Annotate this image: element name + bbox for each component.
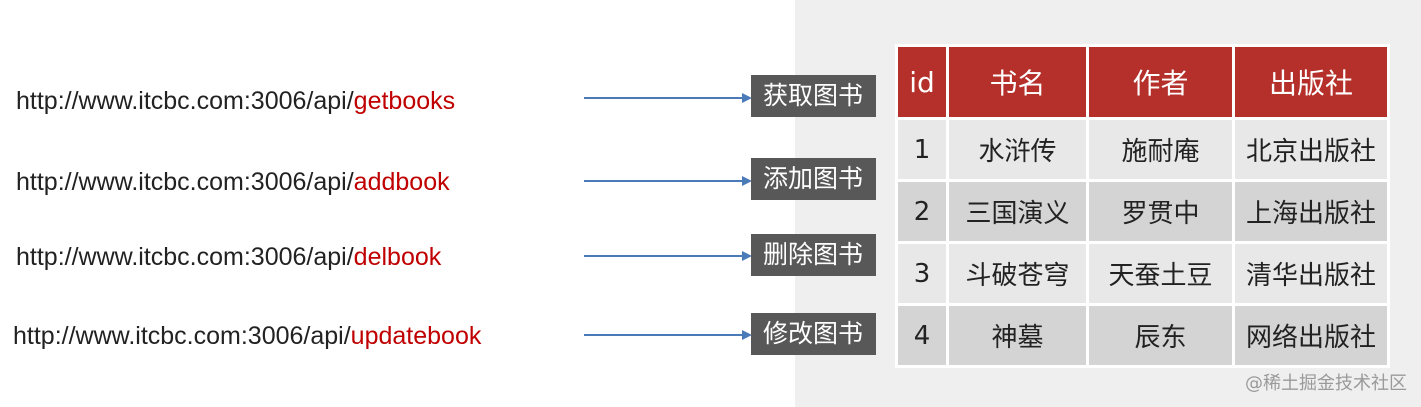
cell-publisher: 上海出版社 [1232, 179, 1390, 244]
cell-title: 神墓 [946, 303, 1089, 368]
cell-id: 2 [895, 179, 949, 244]
cell-id: 3 [895, 241, 949, 306]
tag-label: 添加图书 [763, 164, 864, 193]
cell-publisher: 北京出版社 [1232, 117, 1390, 182]
api-url-get: http://www.itcbc.com:3006/api/getbooks [16, 86, 455, 116]
tag-label: 修改图书 [763, 319, 864, 348]
tag-label: 删除图书 [763, 240, 864, 269]
tag-add: 添加图书 [751, 158, 876, 200]
api-endpoint: getbooks [353, 87, 456, 115]
cell-publisher: 网络出版社 [1232, 303, 1390, 368]
api-base: http://www.itcbc.com:3006/api/ [16, 243, 354, 271]
tag-get: 获取图书 [751, 75, 876, 117]
cell-title: 三国演义 [946, 179, 1089, 244]
cell-id: 4 [895, 303, 949, 368]
cell-author: 辰东 [1086, 303, 1235, 368]
header-publisher: 出版社 [1232, 44, 1390, 120]
cell-title: 水浒传 [946, 117, 1089, 182]
api-url-update: http://www.itcbc.com:3006/api/updatebook [13, 321, 481, 351]
books-table: id 书名 作者 出版社 1 水浒传 施耐庵 北京出版社 2 三国演义 罗贯中 … [895, 44, 1390, 368]
cell-author: 罗贯中 [1086, 179, 1235, 244]
tag-del: 删除图书 [751, 234, 876, 276]
api-base: http://www.itcbc.com:3006/api/ [16, 168, 354, 196]
cell-id: 1 [895, 117, 949, 182]
api-url-del: http://www.itcbc.com:3006/api/delbook [16, 242, 441, 272]
tag-update: 修改图书 [751, 313, 876, 355]
cell-publisher: 清华出版社 [1232, 241, 1390, 306]
cell-author: 施耐庵 [1086, 117, 1235, 182]
cell-author: 天蚕土豆 [1086, 241, 1235, 306]
table-row: 1 水浒传 施耐庵 北京出版社 [895, 117, 1390, 182]
tag-label: 获取图书 [763, 81, 864, 110]
cell-title: 斗破苍穹 [946, 241, 1089, 306]
api-url-add: http://www.itcbc.com:3006/api/addbook [16, 167, 450, 197]
header-id: id [895, 44, 949, 120]
table-row: 4 神墓 辰东 网络出版社 [895, 303, 1390, 368]
table-header-row: id 书名 作者 出版社 [895, 44, 1390, 120]
watermark-text: @稀土掘金技术社区 [1245, 373, 1407, 394]
table-row: 2 三国演义 罗贯中 上海出版社 [895, 179, 1390, 244]
api-endpoint: updatebook [350, 322, 482, 350]
api-endpoint: addbook [353, 168, 450, 196]
api-endpoint: delbook [353, 243, 442, 271]
table-row: 3 斗破苍穹 天蚕土豆 清华出版社 [895, 241, 1390, 306]
header-author: 作者 [1086, 44, 1235, 120]
api-base: http://www.itcbc.com:3006/api/ [16, 87, 354, 115]
api-base: http://www.itcbc.com:3006/api/ [13, 322, 351, 350]
header-title: 书名 [946, 44, 1089, 120]
